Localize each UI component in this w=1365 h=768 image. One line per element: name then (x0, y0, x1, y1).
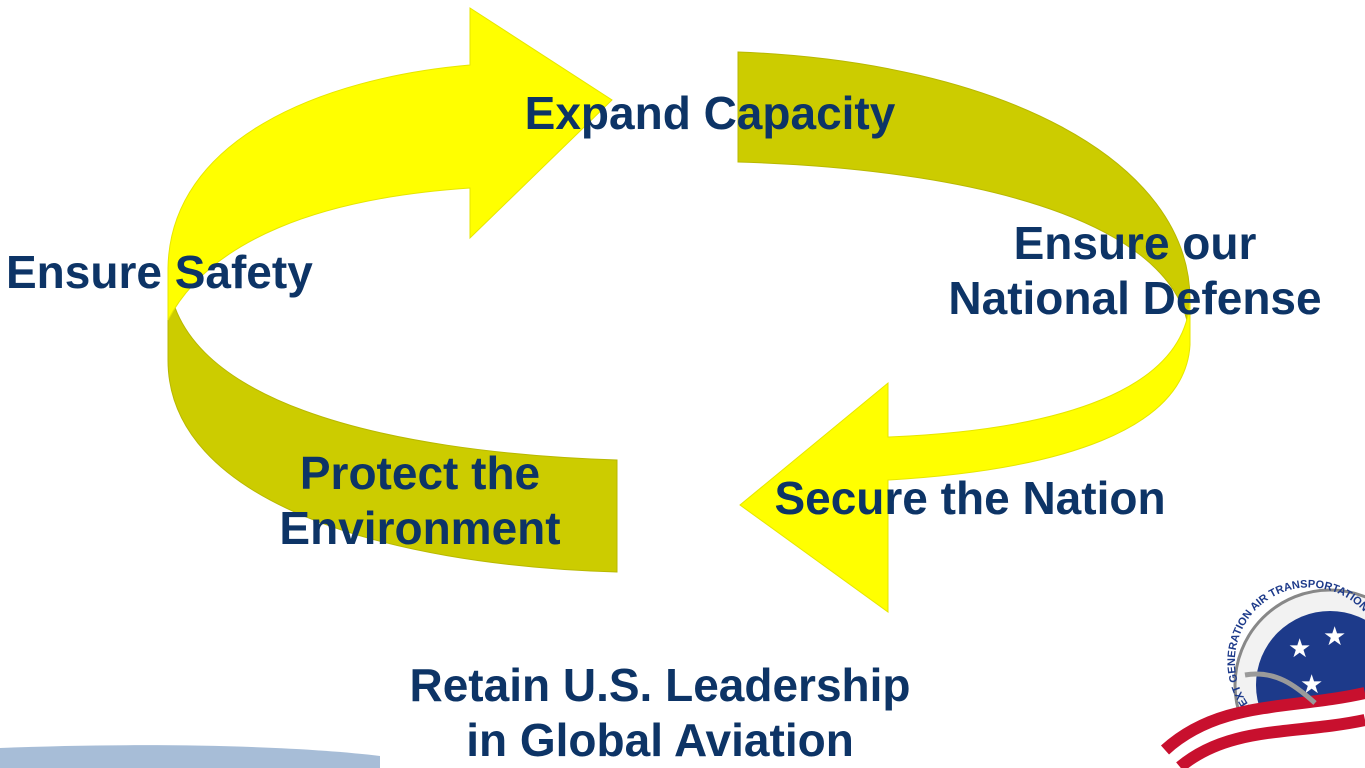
center-goal-line2: in Global Aviation (466, 714, 854, 766)
goal-protect-environment: Protect the Environment (245, 446, 595, 556)
arrow-bottom-right (739, 299, 1191, 613)
goal-expand-capacity: Expand Capacity (470, 86, 950, 141)
goal-national-defense-line2: National Defense (948, 272, 1322, 324)
goal-secure-nation: Secure the Nation (740, 471, 1200, 526)
goal-national-defense: Ensure our National Defense (915, 216, 1355, 326)
center-goal-retain-leadership: Retain U.S. Leadership in Global Aviatio… (360, 658, 960, 768)
arrow-top-left (167, 7, 613, 321)
center-goal-line1: Retain U.S. Leadership (409, 659, 911, 711)
goal-protect-environment-line2: Environment (279, 502, 561, 554)
decorative-bottom-strip (0, 745, 380, 768)
svg-text:★: ★ (1323, 622, 1346, 652)
goal-ensure-safety: Ensure Safety (6, 245, 368, 300)
svg-text:★: ★ (1288, 634, 1311, 664)
goal-protect-environment-line1: Protect the (299, 447, 541, 499)
goal-ensure-safety-text: Ensure Safety (6, 246, 313, 298)
arrow-band-bottom-left (167, 267, 618, 573)
next-generation-air-transportation-seal-icon: NEXT GENERATION AIR TRANSPORTATION ★ ★ ★ (1153, 578, 1365, 768)
goal-expand-capacity-text: Expand Capacity (524, 87, 896, 139)
goal-secure-nation-text: Secure the Nation (774, 472, 1166, 524)
goal-national-defense-line1: Ensure our (1013, 217, 1257, 269)
